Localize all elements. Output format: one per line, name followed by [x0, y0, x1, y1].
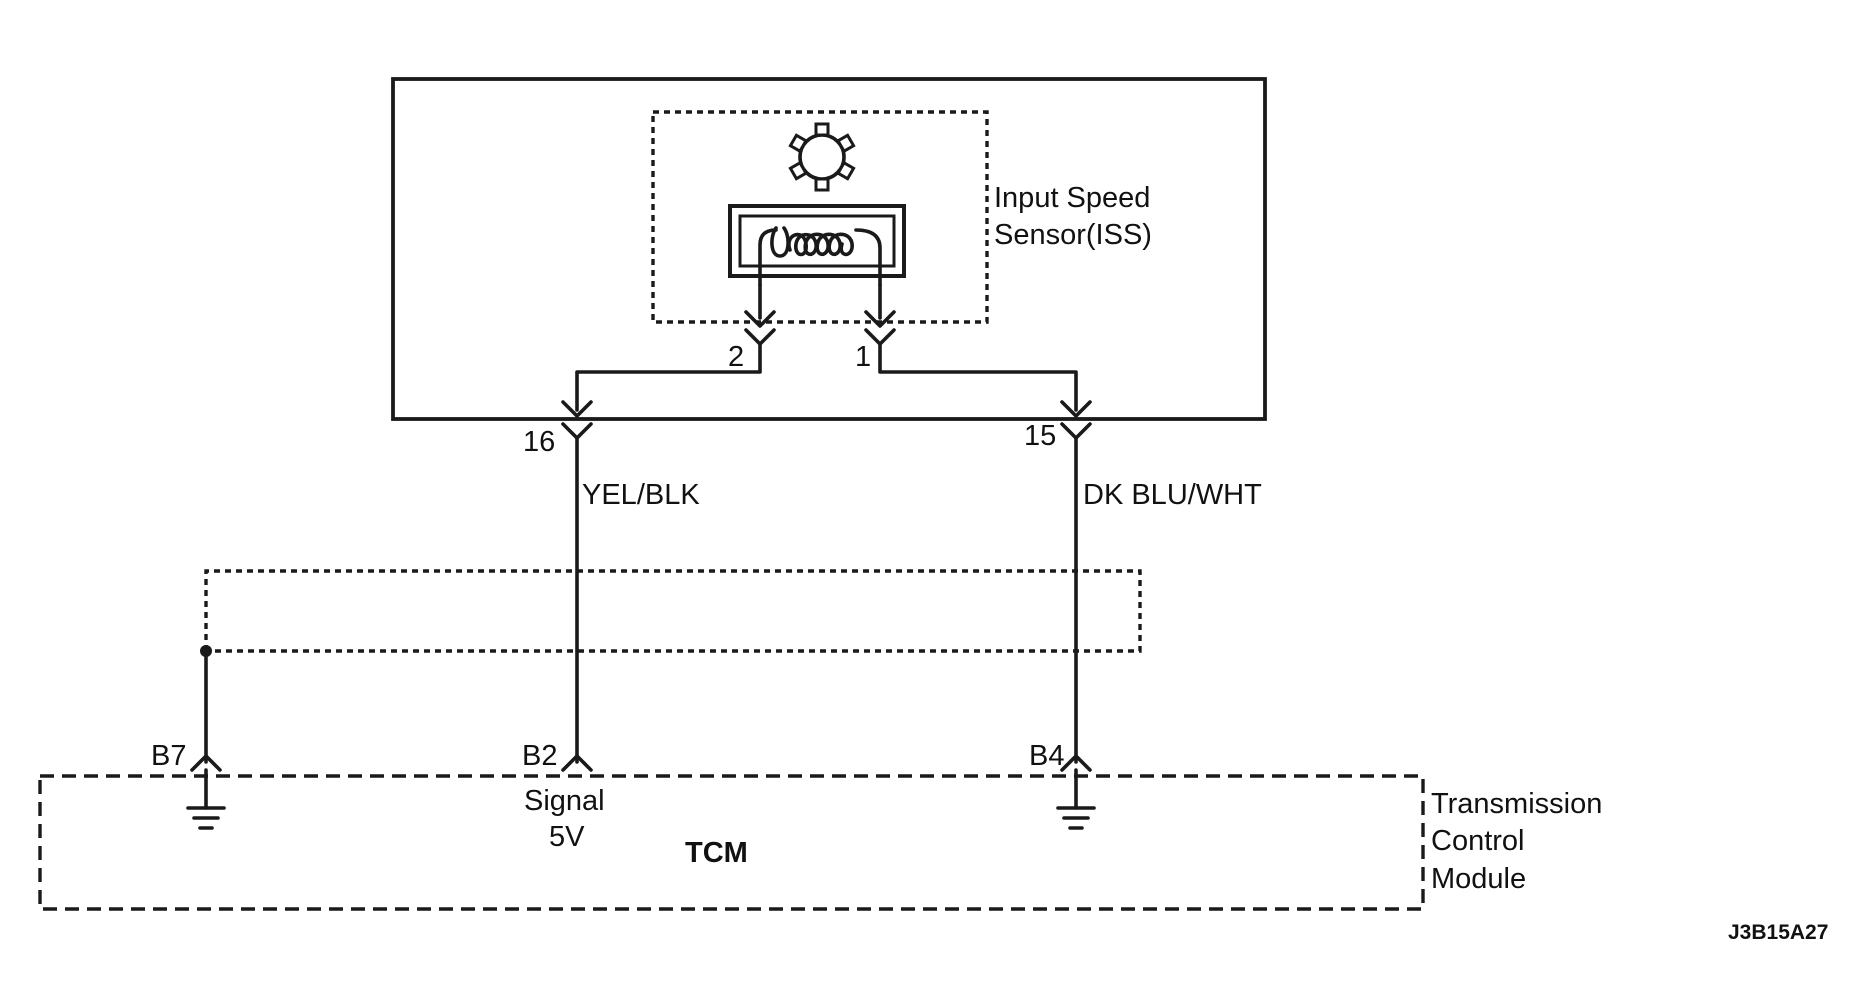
sensor-enclosure: [651, 110, 989, 324]
wire-dk-blu-wht-color-label: DK BLU/WHT: [1083, 479, 1262, 511]
tcm-pin-b2-label: B2: [522, 740, 557, 772]
tcm-name-line3: Module: [1431, 863, 1526, 895]
tcm-abbr-label: TCM: [685, 837, 748, 869]
tcm-name-line1: Transmission: [1431, 788, 1602, 820]
sensor-name-line1: Input Speed: [994, 182, 1150, 214]
tcm-pin-b4-label: B4: [1029, 740, 1064, 772]
ground-b4-icon: [1056, 768, 1096, 830]
harness-pin-16-label: 16: [523, 426, 555, 458]
tcm-signal-label: Signal: [524, 785, 605, 817]
sensor-name-line2: Sensor(ISS): [994, 219, 1152, 251]
sensor-pin-1-label: 1: [855, 341, 871, 373]
wire-shield: [204, 569, 1142, 653]
tcm-terminal-b2-icon: [561, 754, 593, 772]
tcm-signal-voltage-label: 5V: [549, 821, 585, 853]
sensor-pin-1-connector-icon: [864, 283, 896, 346]
tcm-enclosure: [38, 774, 1425, 911]
tcm-pin-b7-label: B7: [151, 740, 186, 772]
sensor-pin-2-connector-icon: [744, 283, 776, 346]
internal-wire-pin1: [878, 342, 1078, 412]
sensor-coil-icon: [728, 204, 906, 287]
harness-pin-15-label: 15: [1024, 420, 1056, 452]
figure-code: J3B15A27: [1728, 921, 1828, 944]
tcm-name-line2: Control: [1431, 825, 1525, 857]
sensor-pin-2-label: 2: [728, 341, 744, 373]
wire-yel-blk-color-label: YEL/BLK: [582, 479, 700, 511]
harness-housing: [391, 77, 1267, 421]
ground-b7-icon: [186, 768, 226, 830]
tcm-terminal-b7-icon: [190, 754, 222, 772]
tone-wheel-icon: [788, 122, 856, 192]
internal-wire-pin2: [575, 342, 762, 412]
tcm-terminal-b4-icon: [1060, 754, 1092, 772]
